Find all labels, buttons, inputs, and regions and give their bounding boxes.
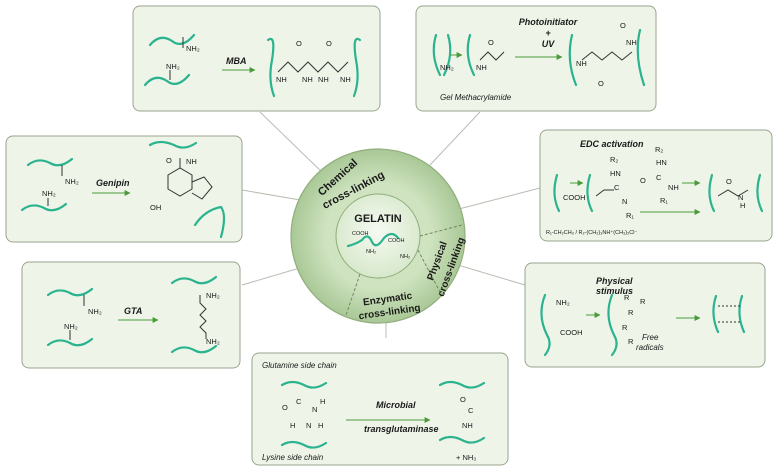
edc-reagent: EDC activation (580, 139, 644, 149)
enzymatic-caption-top: Glutamine side chain (262, 361, 337, 370)
genipin-nh2-2: NH₂ (42, 189, 56, 198)
edc-cooh: COOH (563, 193, 586, 202)
center-title: GELATIN (354, 213, 402, 225)
physical-label-2: stimulus (596, 286, 633, 296)
physical-r-4: R (628, 337, 634, 346)
plus-label: + (545, 28, 551, 38)
physical-nh2: NH₂ (556, 298, 570, 307)
gta-nh2-4: NH₂ (206, 337, 220, 346)
edc-r1-2: R₁ (660, 196, 668, 205)
genipin-box: NH₂ NH₂ Genipin O NH OH (5, 135, 243, 243)
genipin-nh2-1: NH₂ (65, 177, 79, 186)
edc-o-2: O (726, 177, 732, 186)
edc-footer: R₁-CH₂CH₃ / R₂-(CH₂)₃NH⁺(CH₃)₂Cl⁻ (546, 229, 637, 236)
edc-nh-1: NH (668, 183, 679, 192)
methacrylamide-o-3: O (620, 21, 626, 30)
center-nh2-2: NH₂ (400, 254, 410, 260)
enzymatic-box: Glutamine side chain O C N H H N H Lysin… (251, 352, 509, 466)
enzymatic-h-3: H (318, 421, 323, 430)
edc-c-1: C (614, 183, 620, 192)
center-cooh-2: COOH (388, 238, 405, 244)
enzymatic-o-2: O (460, 395, 466, 404)
gelatin-wheel: GELATIN COOH COOH NH₂ NH₂ Chemical cross… (290, 148, 467, 324)
enzymatic-o: O (282, 403, 288, 412)
edc-n: N (622, 197, 627, 206)
methacrylamide-nh: NH (476, 63, 487, 72)
edc-box: EDC activation COOH R₂ HN C N R₁ R₂ HN O… (539, 129, 773, 242)
methacrylamide-box: NH₂ NH O Photoinitiator + UV NH NH O O G… (415, 5, 657, 112)
physical-caption-1: Free (642, 333, 659, 342)
center-nh2-1: NH₂ (366, 249, 376, 255)
mba-nh-4: NH (340, 75, 351, 84)
genipin-oh: OH (150, 203, 161, 212)
enzymatic-n-2: N (306, 421, 311, 430)
physical-caption-2: radicals (636, 343, 664, 352)
mba-nh2-2: NH₂ (166, 62, 180, 71)
enzymatic-nh: NH (462, 421, 473, 430)
edc-n-2: N (738, 193, 743, 202)
enzymatic-h-2: H (290, 421, 295, 430)
photoinitiator-label: Photoinitiator (519, 17, 578, 27)
enzymatic-c-2: C (468, 406, 474, 415)
uv-label: UV (542, 39, 555, 49)
gta-nh2-2: NH₂ (64, 322, 78, 331)
mba-nh2-1: NH₂ (186, 44, 200, 53)
mba-nh-1: NH (276, 75, 287, 84)
methacrylamide-nh2: NH₂ (440, 63, 454, 72)
genipin-nh: NH (186, 157, 197, 166)
enzymatic-byproduct: + NH₃ (456, 453, 476, 462)
physical-label-1: Physical (596, 276, 633, 286)
genipin-reagent: Genipin (96, 178, 130, 188)
edc-r2-1: R₂ (610, 155, 618, 164)
gta-nh2-1: NH₂ (88, 307, 102, 316)
genipin-o: O (166, 156, 172, 165)
physical-r-1: R (624, 293, 630, 302)
edc-hn-2: HN (656, 158, 667, 167)
edc-hn: HN (610, 169, 621, 178)
enzymatic-h-1: H (320, 397, 325, 406)
mba-nh-3: NH (318, 75, 329, 84)
mba-nh-2: NH (302, 75, 313, 84)
methacrylamide-nh-2: NH (576, 59, 587, 68)
edc-r2-2: R₂ (655, 145, 663, 154)
physical-r-5: R (640, 297, 646, 306)
edc-r1-1: R₁ (626, 211, 634, 220)
enzymatic-caption-bottom: Lysine side chain (262, 453, 324, 462)
enzymatic-n: N (312, 405, 317, 414)
physical-r-2: R (628, 308, 634, 317)
physical-r-3: R (622, 323, 628, 332)
edc-c-2: C (656, 173, 662, 182)
mba-o-1: O (296, 39, 302, 48)
edc-o-1: O (640, 176, 646, 185)
methacrylamide-nh-3: NH (626, 38, 637, 47)
enzymatic-label-2: transglutaminase (364, 424, 439, 434)
gta-reagent: GTA (124, 306, 142, 316)
enzymatic-label-1: Microbial (376, 400, 416, 410)
gta-box: NH₂ NH₂ GTA NH₂ NH₂ (21, 261, 241, 369)
methacrylamide-caption: Gel Methacrylamide (440, 93, 512, 102)
mba-o-2: O (326, 39, 332, 48)
methacrylamide-o-2: O (598, 79, 604, 88)
gta-nh2-3: NH₂ (206, 291, 220, 300)
mba-box: NH₂ NH₂ MBA NH O NH NH O NH (132, 5, 381, 112)
center-cooh-1: COOH (352, 231, 369, 237)
physical-box: NH₂ COOH Physical stimulus R R R R R Fre… (524, 262, 766, 368)
connector-lines (241, 111, 541, 338)
enzymatic-c: C (296, 397, 302, 406)
mba-reagent: MBA (226, 56, 247, 66)
edc-h: H (740, 201, 745, 210)
methacrylamide-o: O (488, 38, 494, 47)
physical-cooh: COOH (560, 328, 583, 337)
